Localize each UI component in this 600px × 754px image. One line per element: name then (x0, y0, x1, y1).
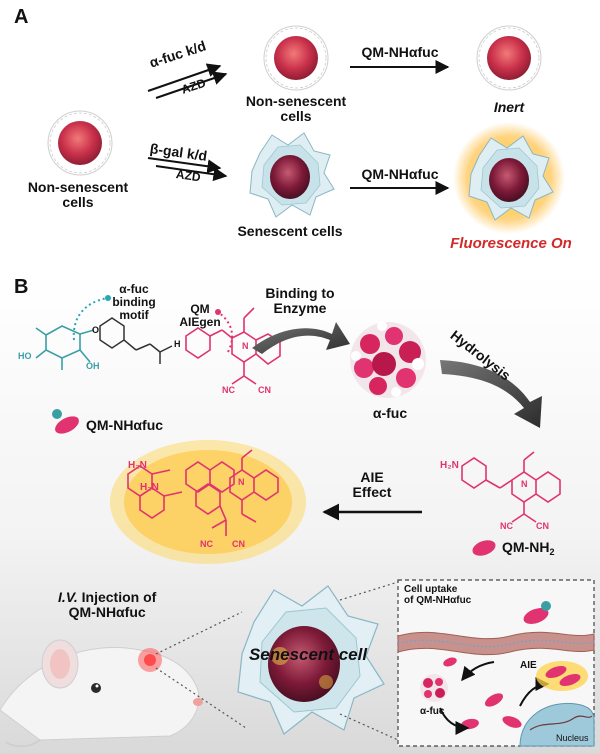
binding-enzyme-label: Binding to Enzyme (265, 285, 335, 317)
mid-non-senescent-label: Non-senescent cells (245, 93, 347, 125)
start-cell-label: Non-senescent cells (27, 179, 129, 211)
senescent-cells-label: Senescent cells (237, 223, 343, 239)
inset-line-top (339, 581, 399, 601)
chem-oh-label: OH (86, 361, 100, 371)
chem-n-label: N (242, 341, 249, 351)
fucose-moiety (35, 325, 95, 370)
fluorescent-senescent-cell (453, 122, 565, 234)
chem-cn-label: CN (258, 385, 271, 395)
arrow-afuc-top (147, 63, 222, 92)
senescent-cell-mid (249, 132, 335, 218)
qm-nh2-icon (472, 540, 496, 556)
non-senescent-cell-mid (263, 25, 329, 91)
chem-nc2-label: NC (500, 521, 513, 531)
enzyme-name-label: α-fuc (372, 405, 408, 421)
probe-top-label: QM-NHαfuc (361, 44, 439, 60)
zoom-line-bottom (155, 667, 247, 729)
arrow-afuc-bottom (155, 71, 228, 99)
inert-cell (476, 25, 542, 91)
probe-name-label: QM-NHαfuc (86, 417, 164, 433)
qm-nh2-label: QM-NH2 (502, 539, 555, 558)
chem-h-label: H (174, 339, 181, 349)
qm-nh2-structure (461, 451, 561, 523)
aie-effect-label: AIE Effect (352, 469, 392, 501)
probe-bottom-label: QM-NHαfuc (361, 166, 439, 182)
aie-aggregate (110, 440, 306, 564)
non-senescent-cell-start (47, 110, 113, 176)
chem-h2n-agg2-label: H₂N (140, 482, 159, 493)
chem-n-agg-label: N (238, 477, 245, 487)
inert-label: Inert (493, 99, 525, 115)
chem-o-label: O (92, 325, 100, 335)
hydrolysis-curved-arrow (440, 360, 542, 428)
uptake-label: Cell uptake of QM-NHαfuc (404, 584, 472, 606)
chem-h2n-agg-label: H₂N (128, 460, 147, 471)
senescent-cell-label: Senescent cell (248, 645, 368, 664)
nucleus-label: Nucleus (556, 733, 589, 743)
arrow-bgal-top (147, 157, 222, 174)
chem-n2-label: N (521, 479, 528, 489)
iv-injection-label: I.V. Injection of QM-NHαfuc (58, 589, 157, 621)
binding-motif-label: α-fuc binding motif (112, 282, 156, 323)
chem-nc-agg-label: NC (200, 539, 213, 549)
fluorescence-on-label: Fluorescence On (450, 235, 572, 252)
panel-b-letter: B (14, 276, 29, 298)
senescent-cell-large (237, 585, 385, 735)
zoom-line-top (155, 611, 243, 655)
chem-cn-agg-label: CN (232, 539, 245, 549)
binding-curved-arrow (252, 322, 350, 354)
binding-motif-pointer (72, 297, 109, 341)
alpha-fuc-enzyme (350, 321, 426, 398)
inset-aie-label: AIE (520, 660, 537, 671)
panel-a-letter: A (14, 6, 29, 28)
qm-aiegen-core (185, 307, 281, 385)
probe-icon (52, 409, 79, 434)
chem-cn2-label: CN (536, 521, 549, 531)
arrow-bgal-bottom (155, 165, 228, 182)
uptake-inset (397, 579, 595, 747)
mouse-illustration (0, 639, 203, 748)
qm-nh2-text: QM-NH (502, 539, 550, 555)
aiegen-pointer (217, 311, 234, 353)
qm-aiegen-label: QM AIEgen (179, 302, 221, 330)
phenyl-linker (99, 317, 173, 364)
chem-ho-label: HO (18, 351, 32, 361)
inset-line-bottom (339, 713, 399, 741)
chem-nc-label: NC (222, 385, 235, 395)
qm-nh2-subscript: 2 (549, 547, 555, 557)
chem-h2n-label: H₂N (440, 460, 459, 471)
iv-prefix: I.V. (58, 589, 78, 605)
inset-enzyme-label: α-fuc (420, 706, 445, 717)
